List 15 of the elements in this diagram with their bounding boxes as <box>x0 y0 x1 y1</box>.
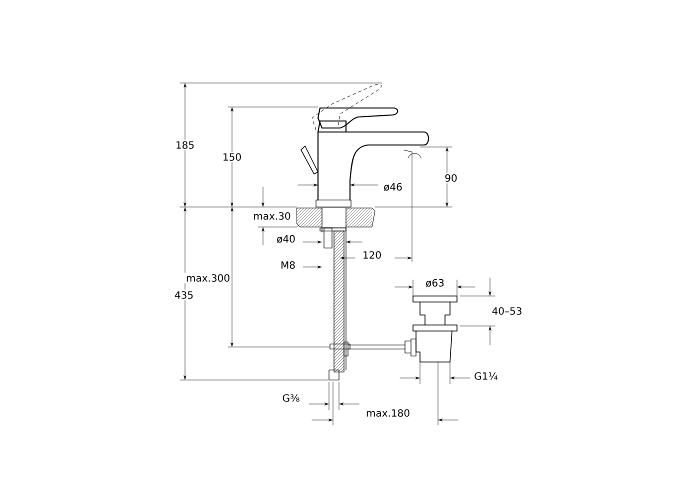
dimension-label: max.30 <box>252 210 292 222</box>
dimension-label: M8 <box>279 260 297 270</box>
dimension-label: 90 <box>443 172 459 184</box>
dimension-label: max.180 <box>364 408 412 418</box>
dimension-label: 150 <box>220 152 244 162</box>
dimension-label: 120 <box>360 250 384 260</box>
dimension-label: ø63 <box>424 278 446 288</box>
dimension-label: G1¼ <box>472 370 500 382</box>
dimension-label: G⅜ <box>280 392 302 404</box>
dimension-label: 185 <box>174 140 196 150</box>
dimension-label: 435 <box>172 290 196 300</box>
dimension-label: ø40 <box>275 234 297 244</box>
dimension-label: max.300 <box>184 272 232 284</box>
dimension-label: ø46 <box>382 182 404 192</box>
dimension-label: 40–53 <box>490 306 524 316</box>
